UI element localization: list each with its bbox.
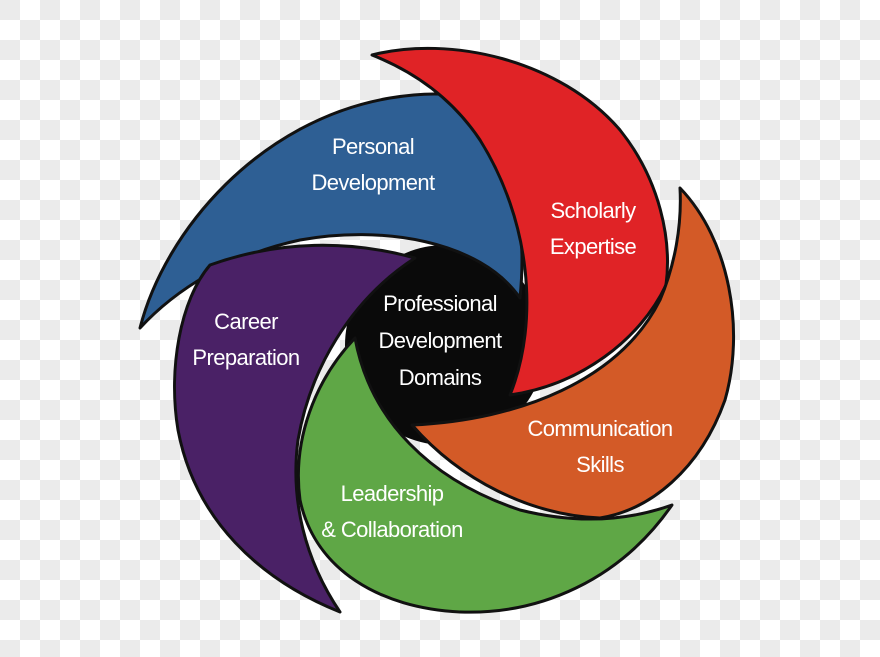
- scholarly-label-line2: Expertise: [550, 234, 637, 259]
- leadership-label-line1: Leadership: [341, 481, 444, 506]
- center-label-line3: Domains: [399, 365, 482, 390]
- center-label-line1: Professional: [383, 291, 497, 316]
- segment-scholarly-expertise: [370, 46, 669, 397]
- personal-label-line2: Development: [311, 170, 435, 195]
- career-label-line1: Career: [214, 309, 278, 334]
- career-label-line2: Preparation: [192, 345, 299, 370]
- personal-label-line1: Personal: [332, 134, 414, 159]
- segment-career-preparation: [173, 243, 417, 614]
- communication-label-line2: Skills: [576, 452, 624, 477]
- segment-leadership-collaboration: [296, 336, 674, 614]
- center-circle: [345, 245, 545, 445]
- center-label-line2: Development: [378, 328, 502, 353]
- leadership-label-line2: & Collaboration: [321, 517, 462, 542]
- scholarly-label-line1: Scholarly: [550, 198, 636, 223]
- communication-label-line1: Communication: [527, 416, 672, 441]
- segment-communication-skills: [410, 186, 735, 520]
- svg-text:Leadership& Collaboration: Leadership & Collaboration: [321, 481, 462, 542]
